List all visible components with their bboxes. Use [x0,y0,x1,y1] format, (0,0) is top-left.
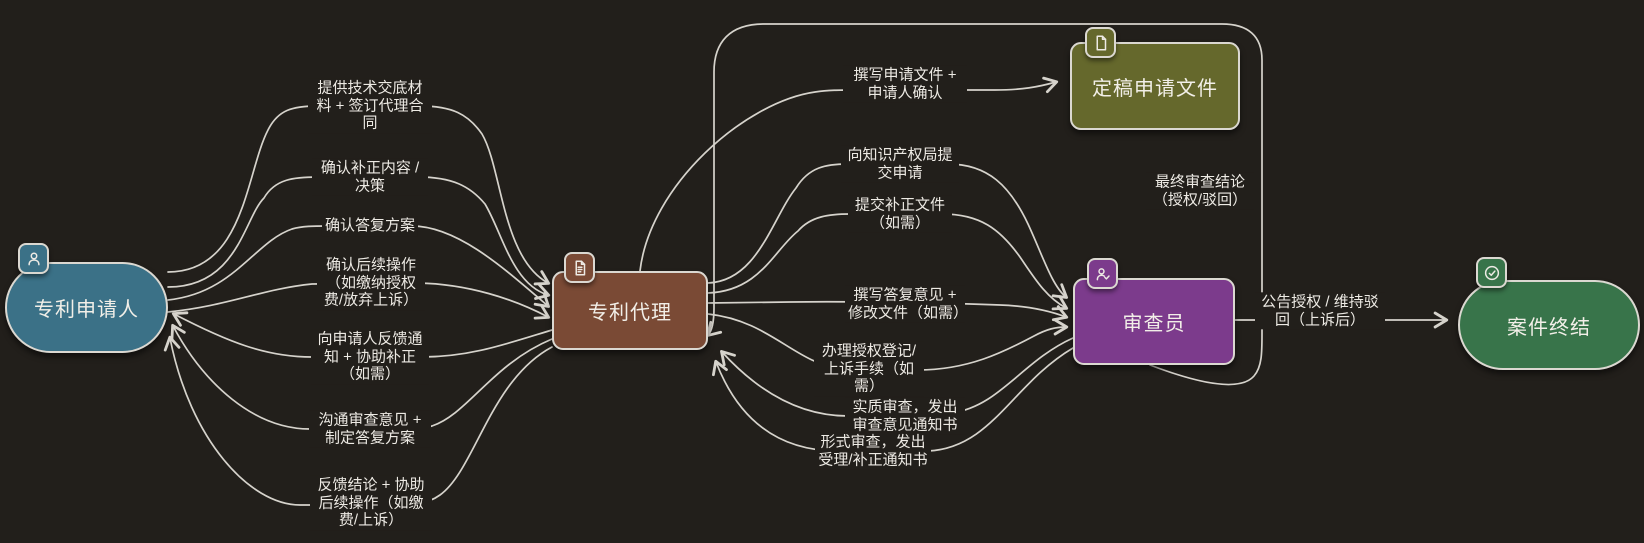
edge-label-confirm-response-plan: 确认答复方案 [321,216,419,236]
node-examiner: 审查员 [1073,278,1235,365]
edge-label-substantive-examination: 实质审查，发出审查意见通知书 [845,397,965,435]
node-final-application-docs-label: 定稿申请文件 [1092,77,1218,100]
edge-label-discuss-office-action: 沟通审查意见 + 制定答复方案 [309,410,431,448]
edge-label-feedback-notice-assist-correction: 向申请人反馈通知 + 协助补正（如需） [311,329,429,385]
node-patent-applicant-label: 专利申请人 [34,299,139,321]
edge-label-file-application: 向知识产权局提交申请 [841,145,959,183]
edge-label-announce-grant: 公告授权 / 维持驳回（上诉后） [1255,292,1385,330]
node-case-closed: 案件终结 [1458,280,1640,370]
edge-confirm-response-plan [167,225,550,308]
node-patent-agent-label: 专利代理 [588,302,672,324]
edge-label-final-decision: 最终审查结论（授权/驳回） [1146,172,1254,210]
edge-confirm-followup-actions [167,282,551,320]
edge-label-provide-materials: 提供技术交底材料 + 签订代理合同 [308,78,432,134]
edge-label-formal-examination: 形式审查，发出受理/补正通知书 [815,432,931,470]
edge-label-draft-response-amend: 撰写答复意见 + 修改文件（如需） [845,285,968,323]
node-case-closed-label: 案件终结 [1507,316,1591,339]
check-circle-icon [1476,257,1507,288]
edge-label-handle-registration-appeal: 办理授权登记/上诉手续（如需） [814,341,924,397]
file-icon [1085,27,1116,58]
edge-draft-response-amend [707,300,1069,322]
file-text-icon [564,252,595,283]
edge-draft-application-confirm [639,76,1059,272]
node-patent-agent: 专利代理 [552,271,708,350]
edge-label-draft-application-confirm: 撰写申请文件 + 申请人确认 [843,65,967,103]
edge-label-feedback-conclusion-assist: 反馈结论 + 协助后续操作（如缴费/上诉） [310,475,432,531]
user-icon [18,243,49,274]
node-patent-applicant: 专利申请人 [5,262,168,353]
user-check-icon [1087,258,1118,289]
edge-label-submit-correction: 提交补正文件（如需） [848,195,952,233]
edge-final-decision [706,23,1263,386]
edge-label-confirm-correction-decision: 确认补正内容 / 决策 [312,158,428,196]
edge-label-confirm-followup-actions: 确认后续操作（如缴纳授权费/放弃上诉） [317,255,425,311]
node-examiner-label: 审查员 [1122,313,1186,335]
